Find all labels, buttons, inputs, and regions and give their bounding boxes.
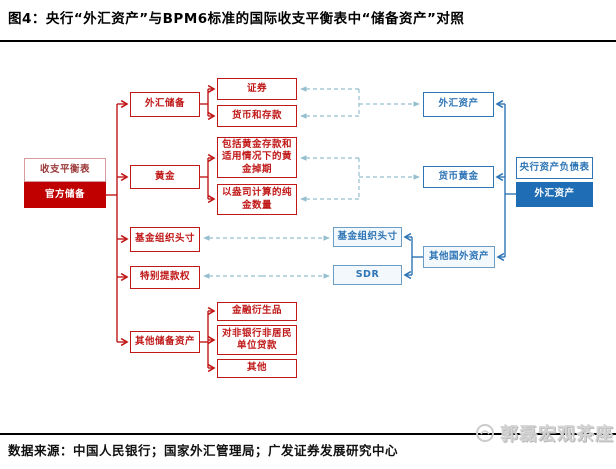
box-other-reserve-assets: 其他储备资产	[130, 331, 200, 353]
figure-title: 图4：央行“外汇资产”与BPM6标准的国际收支平衡表中“储备资产”对照	[8, 11, 465, 27]
watermark-logo-icon	[475, 423, 495, 443]
box-fx-assets-pboc: 外汇资产	[423, 92, 494, 117]
box-other: 其他	[217, 359, 297, 378]
box-sdr-pboc: SDR	[333, 265, 402, 285]
box-official-reserves: 官方储备	[24, 182, 106, 208]
watermark: 郭磊宏观茶座	[475, 420, 614, 446]
box-fx-assets-solid: 外汇资产	[516, 182, 593, 207]
box-securities: 证券	[217, 78, 297, 100]
box-fx-reserves: 外汇储备	[130, 92, 200, 117]
footer-divider	[0, 433, 616, 435]
box-imf-position-pboc: 基金组织头寸	[333, 227, 402, 247]
box-financial-derivatives: 金融衍生品	[217, 302, 297, 321]
watermark-text: 郭磊宏观茶座	[500, 424, 614, 445]
box-sdr-rights: 特别提款权	[130, 266, 200, 289]
box-pboc-balance-sheet: 央行资产负债表	[516, 157, 593, 179]
box-gold-deposits-swaps: 包括黄金存款和适用情况下的黄金掉期	[217, 137, 297, 178]
box-monetary-gold: 货币黄金	[423, 166, 494, 188]
box-gold: 黄金	[130, 165, 200, 189]
box-currency-deposits: 货币和存款	[217, 105, 297, 127]
data-source: 数据来源：中国人民银行；国家外汇管理局；广发证券发展研究中心	[8, 443, 399, 458]
box-imf-position: 基金组织头寸	[130, 227, 200, 252]
box-other-foreign-assets: 其他国外资产	[423, 246, 495, 268]
box-loans-nonbank: 对非银行非居民单位贷款	[217, 325, 297, 355]
box-gold-ounces: 以盎司计算的纯金数量	[217, 184, 297, 215]
title-divider	[0, 40, 616, 42]
box-balance-of-payments: 收支平衡表	[24, 158, 106, 182]
